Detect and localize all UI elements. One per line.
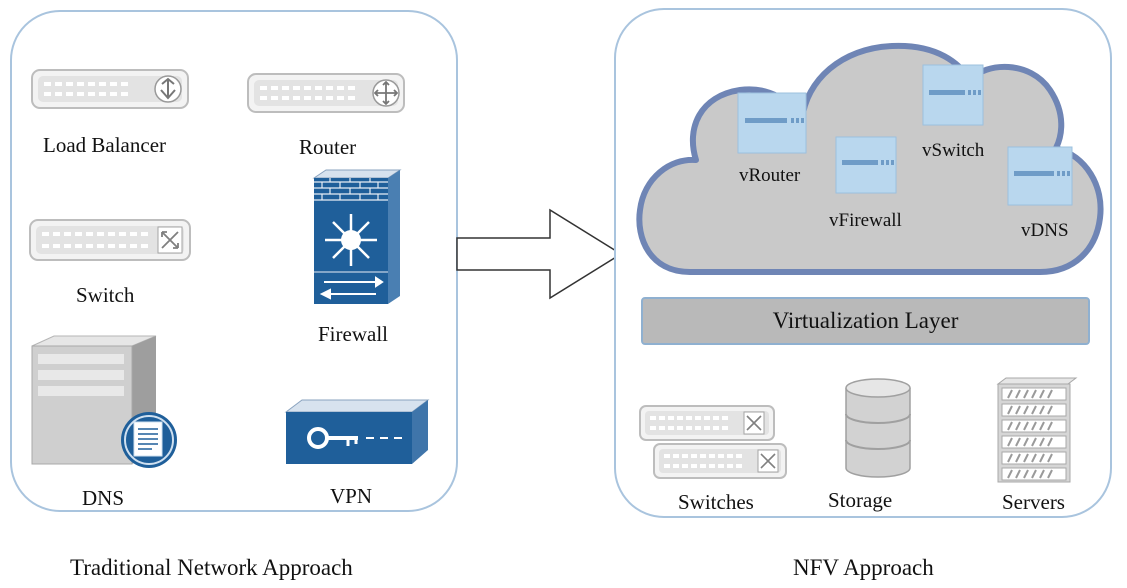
vpn-icon [284, 399, 430, 464]
switch-label: Switch [76, 283, 135, 307]
dns-label: DNS [82, 486, 125, 510]
traditional-caption: Traditional Network Approach [70, 555, 353, 580]
load-balancer-label: Load Balancer [43, 133, 167, 157]
vdns-label: vDNS [1021, 220, 1069, 241]
virtualization-layer: Virtualization Layer [641, 297, 1090, 345]
router-label: Router [299, 135, 357, 159]
vswitch-box-icon [922, 64, 984, 126]
servers-label: Servers [1002, 490, 1065, 514]
switch-icon [29, 219, 191, 261]
load-balancer-icon [31, 69, 189, 109]
storage-icon [845, 378, 911, 478]
vrouter-box-icon [737, 92, 807, 154]
switches-icon [639, 405, 787, 479]
dns-server-icon [31, 335, 177, 468]
vswitch-label: vSwitch [922, 140, 985, 161]
transition-arrow-icon [456, 208, 623, 300]
nfv-caption: NFV Approach [793, 555, 934, 580]
firewall-icon [312, 169, 402, 304]
vpn-label: VPN [330, 484, 373, 508]
firewall-label: Firewall [318, 322, 388, 346]
vfirewall-box-icon [835, 136, 897, 194]
virtualization-layer-label: Virtualization Layer [772, 308, 959, 333]
vrouter-label: vRouter [739, 165, 801, 186]
storage-label: Storage [828, 488, 893, 512]
vfirewall-label: vFirewall [829, 210, 902, 231]
servers-icon [996, 377, 1078, 483]
switches-label: Switches [678, 490, 754, 514]
vdns-box-icon [1007, 146, 1073, 206]
router-icon [247, 73, 405, 113]
